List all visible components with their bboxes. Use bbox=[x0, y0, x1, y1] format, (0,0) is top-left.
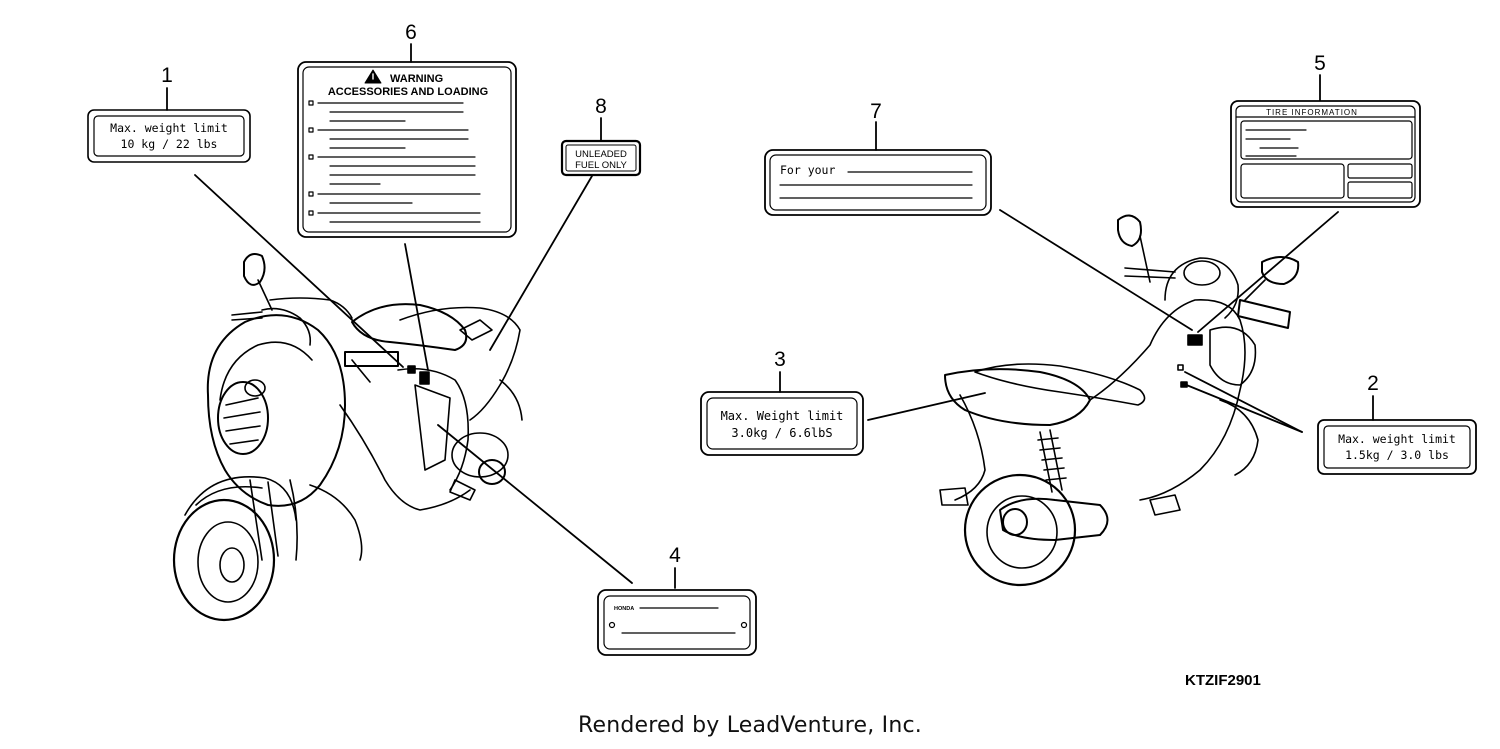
label-6-title: WARNING bbox=[390, 73, 443, 85]
label-2-line1: Max. weight limit bbox=[1338, 432, 1456, 446]
label-7-text: For your bbox=[780, 163, 835, 177]
callout-4: 4 bbox=[669, 544, 681, 567]
callout-6: 6 bbox=[405, 21, 417, 44]
label-3-weight-limit: Max. Weight limit 3.0kg / 6.6lbS bbox=[700, 391, 864, 456]
footer-credit: Rendered by LeadVenture, Inc. bbox=[578, 713, 922, 738]
scooter-front-view bbox=[172, 253, 523, 622]
callout-5: 5 bbox=[1314, 52, 1326, 75]
label-6-warning: WARNING ACCESSORIES AND LOADING bbox=[297, 61, 517, 238]
label-1-line2: 10 kg / 22 lbs bbox=[121, 137, 218, 151]
callout-3: 3 bbox=[774, 348, 786, 371]
label-8-line1: UNLEADED bbox=[575, 149, 627, 160]
label-4-brand: HONDA bbox=[614, 606, 634, 612]
label-5-title: TIRE INFORMATION bbox=[1266, 108, 1358, 117]
label-6-subtitle: ACCESSORIES AND LOADING bbox=[328, 86, 488, 98]
callout-7: 7 bbox=[870, 100, 882, 123]
label-1-weight-limit: Max. weight limit 10 kg / 22 lbs bbox=[87, 109, 251, 163]
label-4-honda-plate: HONDA bbox=[597, 589, 757, 656]
label-2-weight-limit: Max. weight limit 1.5kg / 3.0 lbs bbox=[1317, 419, 1477, 475]
label-2-line2: 1.5kg / 3.0 lbs bbox=[1345, 448, 1449, 462]
label-3-line1: Max. Weight limit bbox=[721, 409, 844, 423]
callout-8: 8 bbox=[595, 95, 607, 118]
scooter-rear-view bbox=[939, 214, 1300, 587]
label-3-line2: 3.0kg / 6.6lbS bbox=[731, 426, 832, 440]
label-8-line2: FUEL ONLY bbox=[575, 160, 627, 171]
callout-1: 1 bbox=[161, 64, 173, 87]
part-code: KTZIF2901 bbox=[1185, 672, 1261, 689]
label-5-tire-information: TIRE INFORMATION bbox=[1230, 100, 1421, 208]
label-7-for-your: For your bbox=[764, 149, 992, 216]
callout-numbers: 1 2 3 4 5 6 7 8 bbox=[161, 21, 1379, 567]
callout-2: 2 bbox=[1367, 372, 1379, 395]
label-1-line1: Max. weight limit bbox=[110, 121, 228, 135]
leader-lines bbox=[166, 43, 1374, 589]
label-8-unleaded-fuel: UNLEADED FUEL ONLY bbox=[560, 139, 642, 177]
